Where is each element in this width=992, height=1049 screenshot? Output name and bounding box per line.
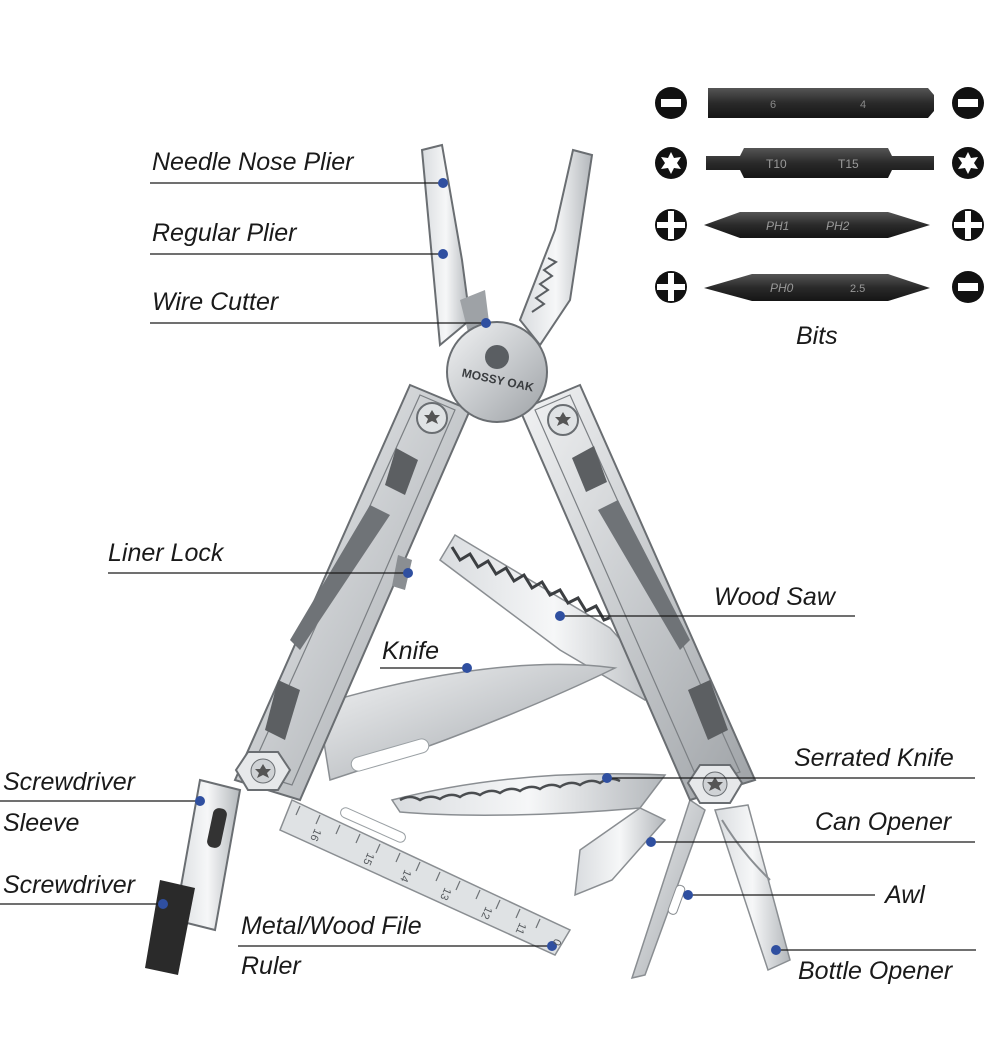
left-handle-cutout-2 [290, 505, 390, 650]
label-can-opener: Can Opener [815, 808, 952, 836]
label-awl: Awl [885, 881, 925, 909]
left-handle-frame [249, 394, 456, 786]
label-wood-saw: Wood Saw [714, 583, 835, 611]
label-knife: Knife [382, 637, 439, 665]
bit-1-left-text: 6 [770, 99, 776, 111]
right-handle-cutout-3 [688, 680, 728, 740]
bits-panel: 6 4 T10 T15 PH1 PH2 PH0 2.5 [655, 87, 984, 303]
screw-top-right [547, 404, 579, 436]
label-ruler: Ruler [241, 952, 301, 980]
ruler-file [279, 798, 572, 956]
left-handle-cutout-3 [265, 680, 300, 740]
bottle-opener-hook [721, 819, 771, 881]
ruler-mark-12: 12 [478, 905, 494, 921]
bit-1-right-text: 4 [860, 99, 866, 111]
phillips-icon [655, 209, 687, 241]
ruler-mark-11: 11 [513, 921, 529, 936]
pivot [446, 321, 548, 423]
ruler-mark-13: 13 [437, 886, 453, 902]
bottle-opener [714, 804, 791, 972]
callout-dots [158, 178, 781, 955]
slotted-icon [952, 87, 984, 119]
right-handle-cutout-2 [598, 500, 690, 650]
screwdriver-bit [145, 880, 195, 975]
slotted-icon [655, 87, 687, 119]
left-handle-cutout-1 [385, 448, 418, 495]
knife-thumb-hole [350, 738, 430, 772]
label-regular-plier: Regular Plier [152, 219, 297, 247]
right-jaw [518, 148, 594, 347]
torx-icon [655, 147, 687, 179]
awl [630, 798, 706, 980]
ruler-ticks [295, 805, 541, 929]
right-handle-frame [534, 394, 741, 786]
left-jaw [420, 143, 472, 347]
screw-top-left [416, 402, 448, 434]
ruler-mark-16: 16 [307, 827, 323, 843]
bit-4-right-text: 2.5 [850, 283, 865, 295]
label-bits: Bits [796, 322, 838, 350]
ruler-slot [340, 807, 406, 843]
awl-eye [667, 884, 686, 915]
bit-row-3: PH1 PH2 [655, 209, 984, 241]
bit-4 [704, 274, 930, 301]
bit-row-4: PH0 2.5 [655, 271, 984, 303]
bit-2-right-text: T15 [838, 157, 859, 171]
screw-bottom-left [234, 751, 292, 791]
leader-lines [0, 182, 976, 951]
label-needle-nose-plier: Needle Nose Plier [152, 148, 354, 176]
bit-3 [704, 212, 930, 238]
label-serrated-knife: Serrated Knife [794, 744, 954, 772]
bit-1 [708, 88, 934, 118]
label-bottle-opener: Bottle Opener [798, 957, 953, 985]
phillips-icon [655, 271, 687, 303]
brand-logo-icon [485, 345, 509, 369]
label-screwdriver-sleeve-line2: Sleeve [3, 809, 80, 837]
bit-4-left-text: PH0 [770, 281, 794, 295]
label-screwdriver-sleeve-line1: Screwdriver [3, 768, 135, 796]
serrated-knife-edge [399, 777, 621, 802]
bit-3-left-text: PH1 [766, 219, 789, 233]
right-handle-cutout-1 [572, 446, 607, 492]
label-wire-cutter: Wire Cutter [152, 288, 279, 316]
serrated-knife-blade [390, 772, 667, 816]
bit-2 [706, 148, 934, 178]
bit-row-2: T10 T15 [655, 147, 984, 179]
bit-2-left-text: T10 [766, 157, 787, 171]
slotted-icon [952, 271, 984, 303]
phillips-icon [952, 209, 984, 241]
ruler-mark-14: 14 [397, 868, 413, 884]
label-screwdriver: Screwdriver [3, 871, 135, 899]
sleeve-slot [207, 808, 227, 848]
label-metal-wood-file: Metal/Wood File [241, 912, 422, 940]
ruler-mark-0: 0 [550, 937, 563, 947]
jaw-teeth [531, 257, 558, 313]
label-liner-lock: Liner Lock [108, 539, 224, 567]
screw-bottom-right [686, 764, 744, 804]
bit-3-right-text: PH2 [826, 219, 850, 233]
torx-icon [952, 147, 984, 179]
ruler-mark-15: 15 [360, 851, 376, 867]
bit-row-1: 6 4 [655, 87, 984, 119]
can-opener [574, 807, 667, 897]
